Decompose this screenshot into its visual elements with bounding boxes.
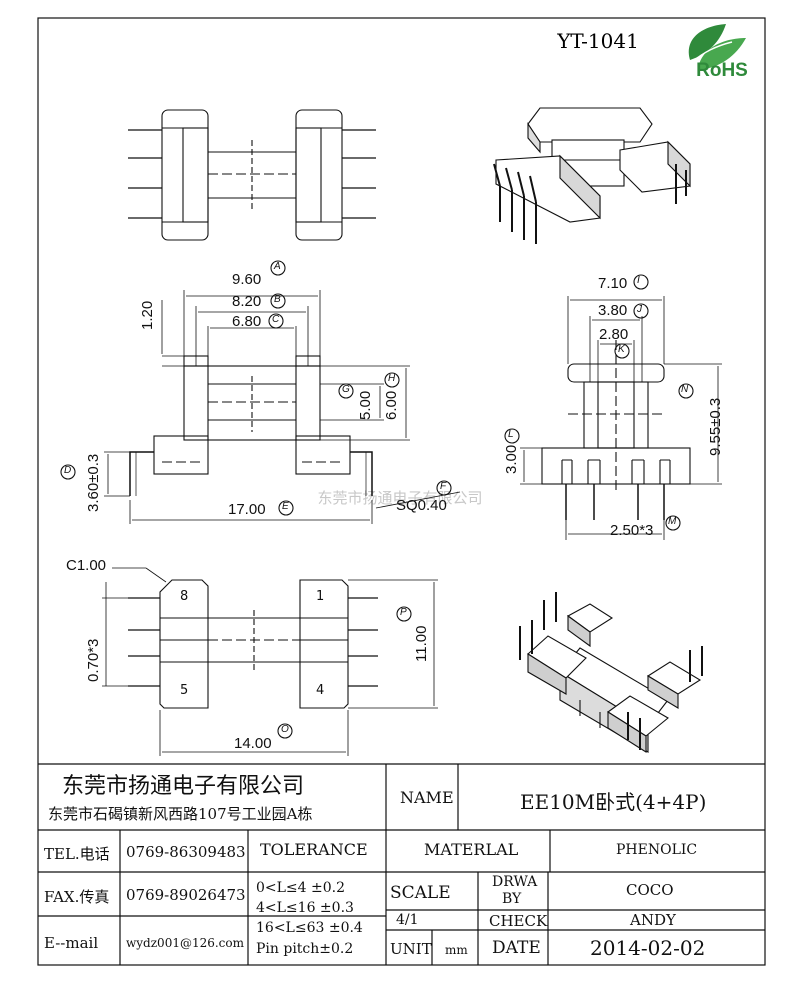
drawn-value: COCO — [626, 881, 674, 899]
label-g: G — [342, 384, 350, 395]
unit-label: UNIT — [390, 940, 432, 958]
part-name: EE10M卧式(4+4P) — [520, 790, 707, 814]
dim-g: 5.00 — [357, 390, 374, 420]
dim-f: SQ0.40 — [396, 497, 447, 514]
label-k: K — [618, 344, 625, 355]
dim-p: 11.00 — [413, 625, 430, 662]
date-value: 2014-02-02 — [590, 936, 706, 960]
label-m: M — [668, 516, 677, 527]
dim-h: 6.00 — [383, 390, 400, 420]
check-label: CHECK — [489, 912, 548, 930]
tel-value: 0769-86309483 — [126, 843, 246, 861]
rohs-text: RoHS — [696, 60, 748, 81]
dim-c: 6.80 — [232, 313, 262, 330]
label-h: H — [388, 373, 396, 384]
label-f: F — [440, 481, 447, 492]
label-j: J — [637, 304, 642, 315]
fax-value: 0769-89026473 — [126, 886, 246, 904]
label-a: A — [274, 261, 281, 272]
drawn-label-1: DRWA — [492, 874, 538, 890]
tolerance-1: 0<L≤4 ±0.2 — [256, 880, 346, 896]
side-view-dimensioned — [504, 274, 722, 540]
label-n: N — [681, 384, 689, 395]
email-value: wydz001@126.com — [126, 936, 245, 950]
label-l: L — [508, 429, 514, 440]
dim-pitch: 0.70*3 — [85, 638, 102, 682]
dim-k: 2.80 — [599, 326, 629, 343]
iso-view-bottom — [519, 592, 703, 753]
dim-e: 17.00 — [228, 501, 266, 518]
pin-4: 4 — [316, 683, 325, 698]
label-i: I — [637, 275, 640, 286]
scale-label: SCALE — [390, 883, 451, 903]
label-e: E — [282, 501, 289, 512]
tel-label: TEL.电话 — [44, 845, 110, 863]
fax-label: FAX.传真 — [44, 888, 110, 906]
label-p: P — [400, 607, 407, 618]
material-label: MATERLAL — [424, 840, 519, 859]
model-number: YT-1041 — [556, 29, 639, 53]
rohs-logo: RoHS — [688, 24, 748, 81]
pin-1: 1 — [316, 589, 325, 604]
unit-value: mm — [445, 943, 468, 957]
iso-view-top — [493, 107, 691, 244]
dim-o: 14.00 — [234, 735, 272, 752]
check-value: ANDY — [630, 911, 676, 929]
dim-a: 9.60 — [232, 271, 262, 288]
dim-m: 2.50*3 — [610, 522, 654, 539]
tolerance-4: Pin pitch±0.2 — [256, 941, 354, 957]
dim-flange: 1.20 — [139, 300, 156, 330]
tolerance-label: TOLERANCE — [260, 840, 368, 859]
label-c: C — [272, 314, 280, 325]
dim-l: 3.00 — [503, 444, 520, 474]
material-value: PHENOLIC — [616, 842, 698, 858]
tolerance-3: 16<L≤63 ±0.4 — [256, 920, 363, 936]
label-o: O — [281, 724, 289, 735]
label-d: D — [64, 465, 72, 476]
front-view-top — [128, 109, 376, 241]
name-label: NAME — [400, 788, 454, 807]
date-label: DATE — [492, 938, 541, 958]
bottom-view — [102, 567, 438, 756]
pin-8: 8 — [180, 589, 189, 604]
pin-5: 5 — [180, 683, 189, 698]
dim-j: 3.80 — [598, 302, 628, 319]
sheet-border — [37, 17, 766, 966]
top-view-dimensioned — [60, 260, 461, 524]
title-block-grid — [38, 764, 765, 965]
email-label: E--mail — [44, 934, 99, 952]
dim-n: 9.55±0.3 — [707, 397, 724, 456]
chamfer-label: C1.00 — [66, 557, 107, 574]
scale-value: 4/1 — [396, 912, 419, 928]
drawn-label-2: BY — [502, 891, 522, 907]
tolerance-2: 4<L≤16 ±0.3 — [256, 900, 354, 916]
company-address: 东莞市石碣镇新风西路107号工业园A栋 — [48, 805, 313, 823]
dim-i: 7.10 — [598, 275, 628, 292]
dim-b: 8.20 — [232, 293, 262, 310]
label-b: B — [274, 294, 281, 305]
company-name: 东莞市扬通电子有限公司 — [62, 774, 305, 799]
dim-d: 3.60±0.3 — [85, 453, 102, 512]
watermark: 东莞市扬通电子有限公司 — [317, 489, 482, 507]
